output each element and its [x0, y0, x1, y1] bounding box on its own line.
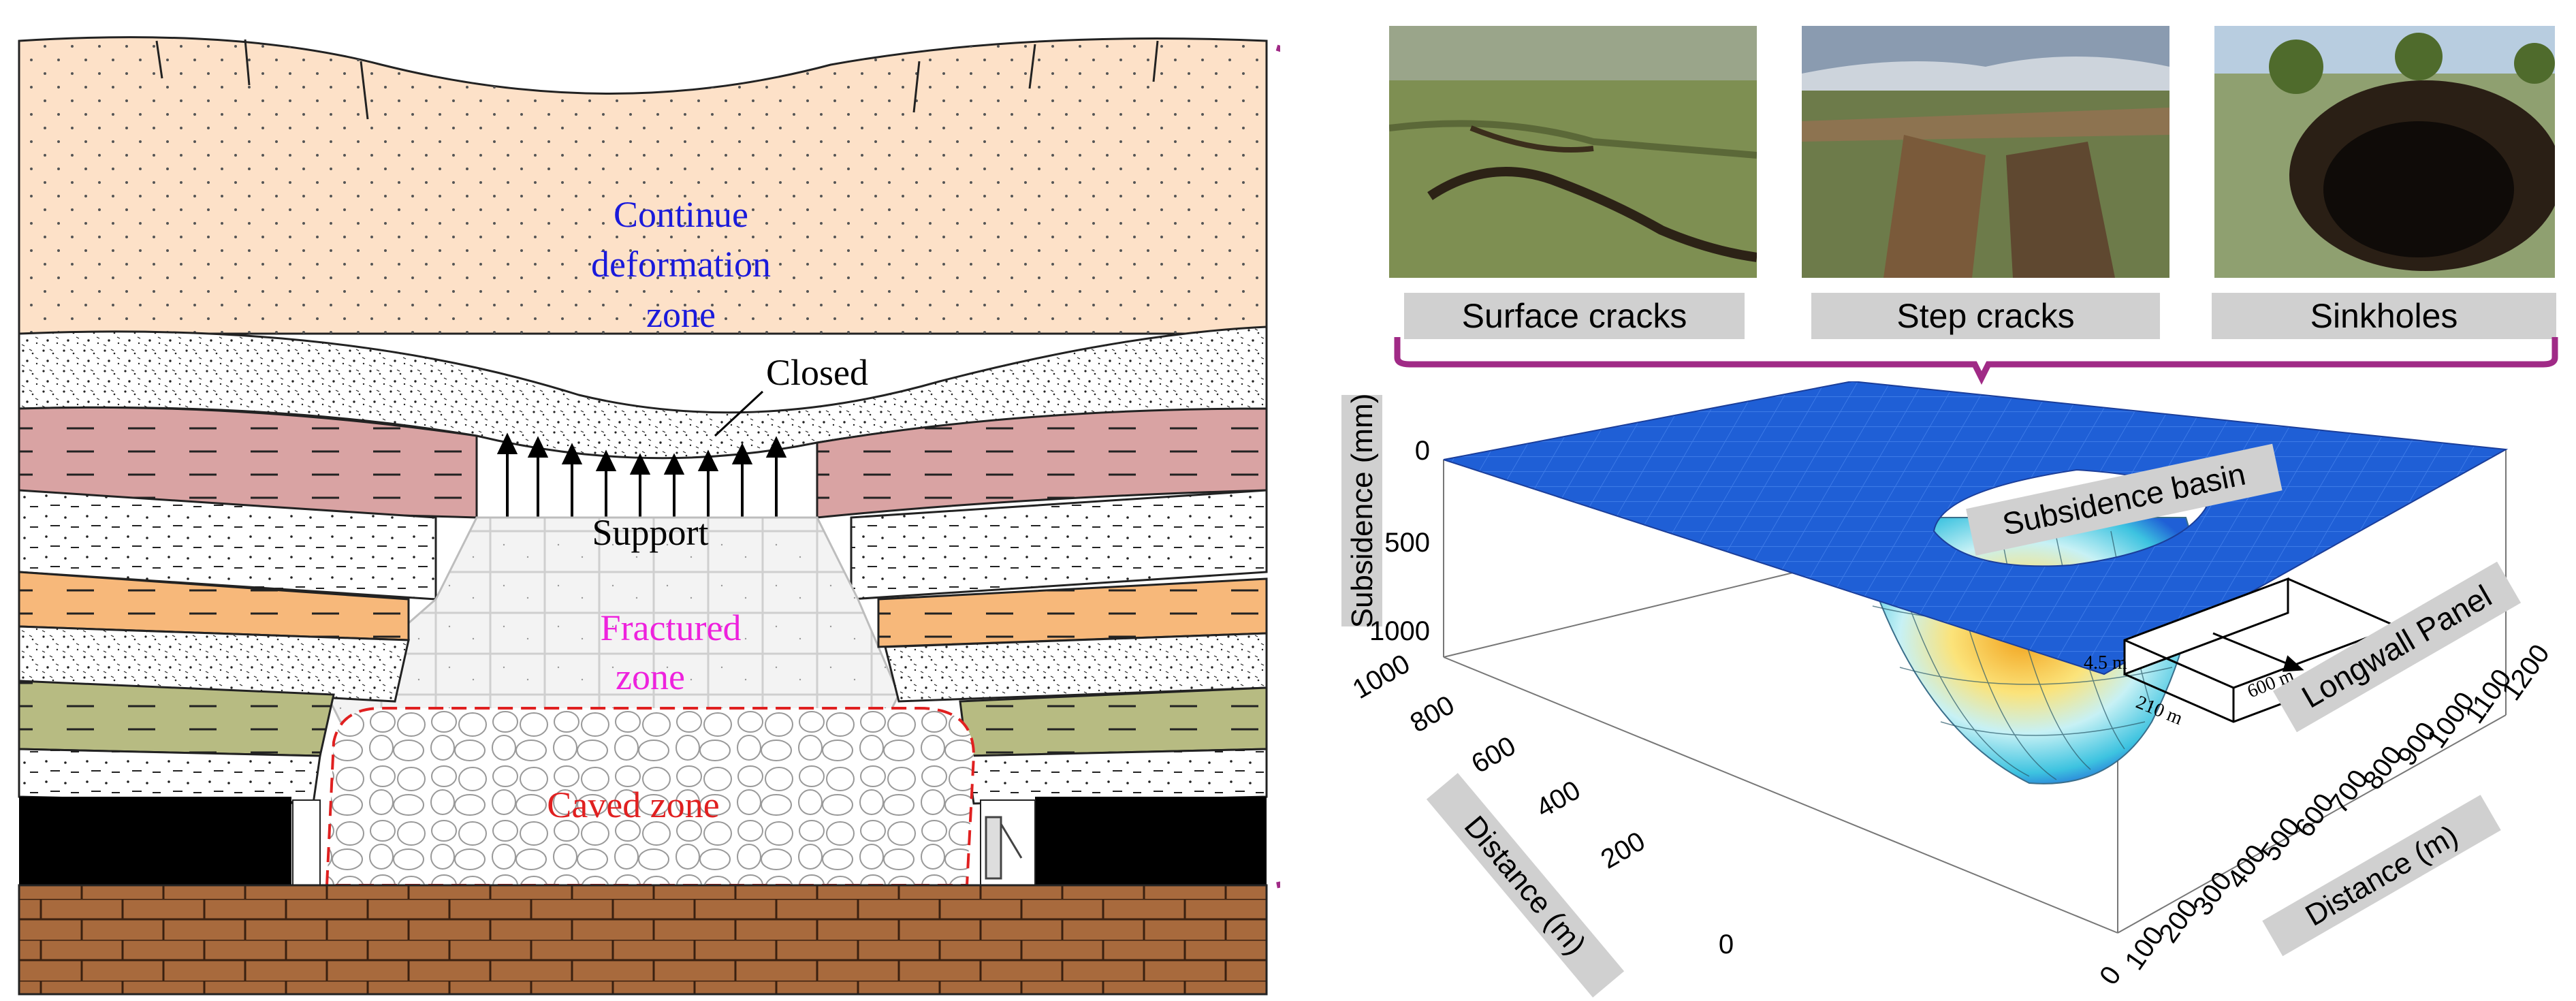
panel-direction-arrow	[2212, 632, 2304, 672]
zone-bracket	[1275, 44, 1280, 889]
closed-leader-line	[714, 390, 764, 437]
photo-surface-cracks	[1389, 26, 1757, 278]
x-tick-0: 0	[2094, 961, 2127, 990]
y-tick-200: 200	[1596, 826, 1651, 874]
fractured-zone-label-2: zone	[616, 656, 685, 697]
z-tick-0: 0	[1415, 436, 1430, 466]
coal-seam-right	[1035, 797, 1267, 885]
y-tick-400: 400	[1531, 775, 1586, 823]
z-tick-1: 500	[1384, 528, 1430, 558]
panel-label: Longwall Panel	[2295, 578, 2497, 715]
strata-diagram: Continue deformation zone Closed Support…	[18, 36, 1280, 996]
x-axis-label: Distance (m)	[2300, 819, 2464, 933]
support-label: Support	[592, 512, 708, 553]
fractured-zone-label-1: Fractured	[601, 607, 742, 648]
panel-height-label: 4.5 m	[2084, 652, 2127, 673]
y-tick-0: 0	[1719, 930, 1734, 959]
y-axis-label: Distance (m)	[1458, 810, 1593, 962]
support-shield-icon	[985, 816, 1023, 880]
surface-crack-marks	[155, 39, 1159, 120]
caption-surface-cracks: Surface cracks	[1404, 293, 1745, 339]
photo-sinkholes	[2214, 26, 2555, 278]
y-tick-1000: 1000	[1348, 648, 1415, 705]
caved-zone-label: Caved zone	[547, 784, 719, 825]
photos-bracket	[1394, 337, 2558, 385]
y-tick-800: 800	[1405, 690, 1460, 738]
continue-zone-label-2: deformation	[591, 244, 771, 285]
continue-zone-label-1: Continue	[614, 194, 748, 235]
coal-seam-left	[19, 797, 291, 885]
closed-label: Closed	[766, 352, 868, 393]
caption-step-cracks: Step cracks	[1811, 293, 2160, 339]
caption-sinkholes: Sinkholes	[2212, 293, 2556, 339]
floor-bricks	[18, 884, 1268, 996]
continue-zone-label-3: zone	[646, 294, 716, 335]
z-axis-label: Subsidence (mm)	[1346, 394, 1379, 629]
caved-zone	[325, 707, 976, 887]
subsidence-3d-chart: 4.5 m 210 m 600 m Subsidence basin Longw…	[1341, 381, 2556, 998]
y-tick-600: 600	[1467, 731, 1521, 779]
photo-step-cracks	[1802, 26, 2169, 278]
z-tick-2: 1000	[1369, 616, 1430, 646]
